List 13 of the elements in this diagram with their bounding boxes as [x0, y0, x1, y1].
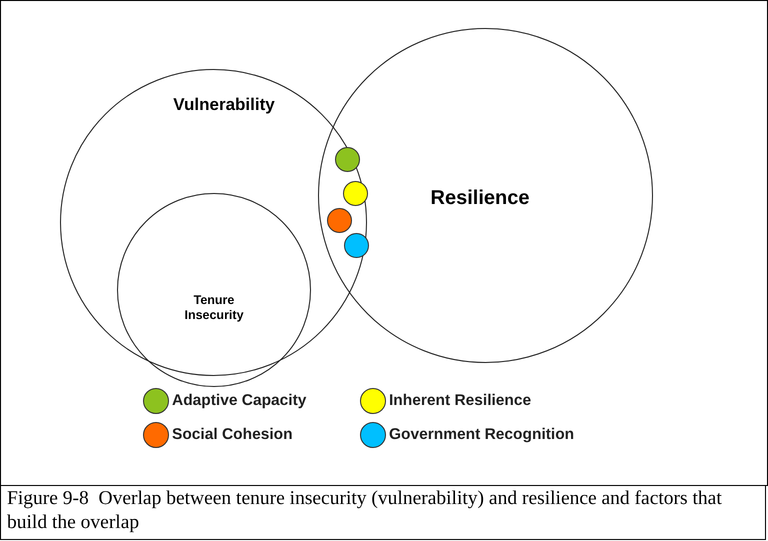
factor-dot: [343, 181, 368, 206]
factor-dot: [327, 208, 352, 233]
legend-text: Inherent Resilience: [389, 392, 532, 410]
factor-dot: [344, 233, 369, 258]
set-circle: [117, 193, 311, 387]
legend-text: Adaptive Capacity: [172, 392, 306, 410]
caption: Figure 9-8 Overlap between tenure insecurity (vulnerability) and resilience and factors that build the overlap: [7, 487, 723, 535]
legend-text: Social Cohesion: [172, 426, 293, 444]
legend-text: Government Recognition: [389, 426, 574, 444]
set-label: Vulnerability: [173, 94, 275, 116]
set-label: Tenure Insecurity: [183, 293, 245, 323]
set-label: Resilience: [430, 186, 530, 210]
factor-dot: [335, 147, 360, 172]
